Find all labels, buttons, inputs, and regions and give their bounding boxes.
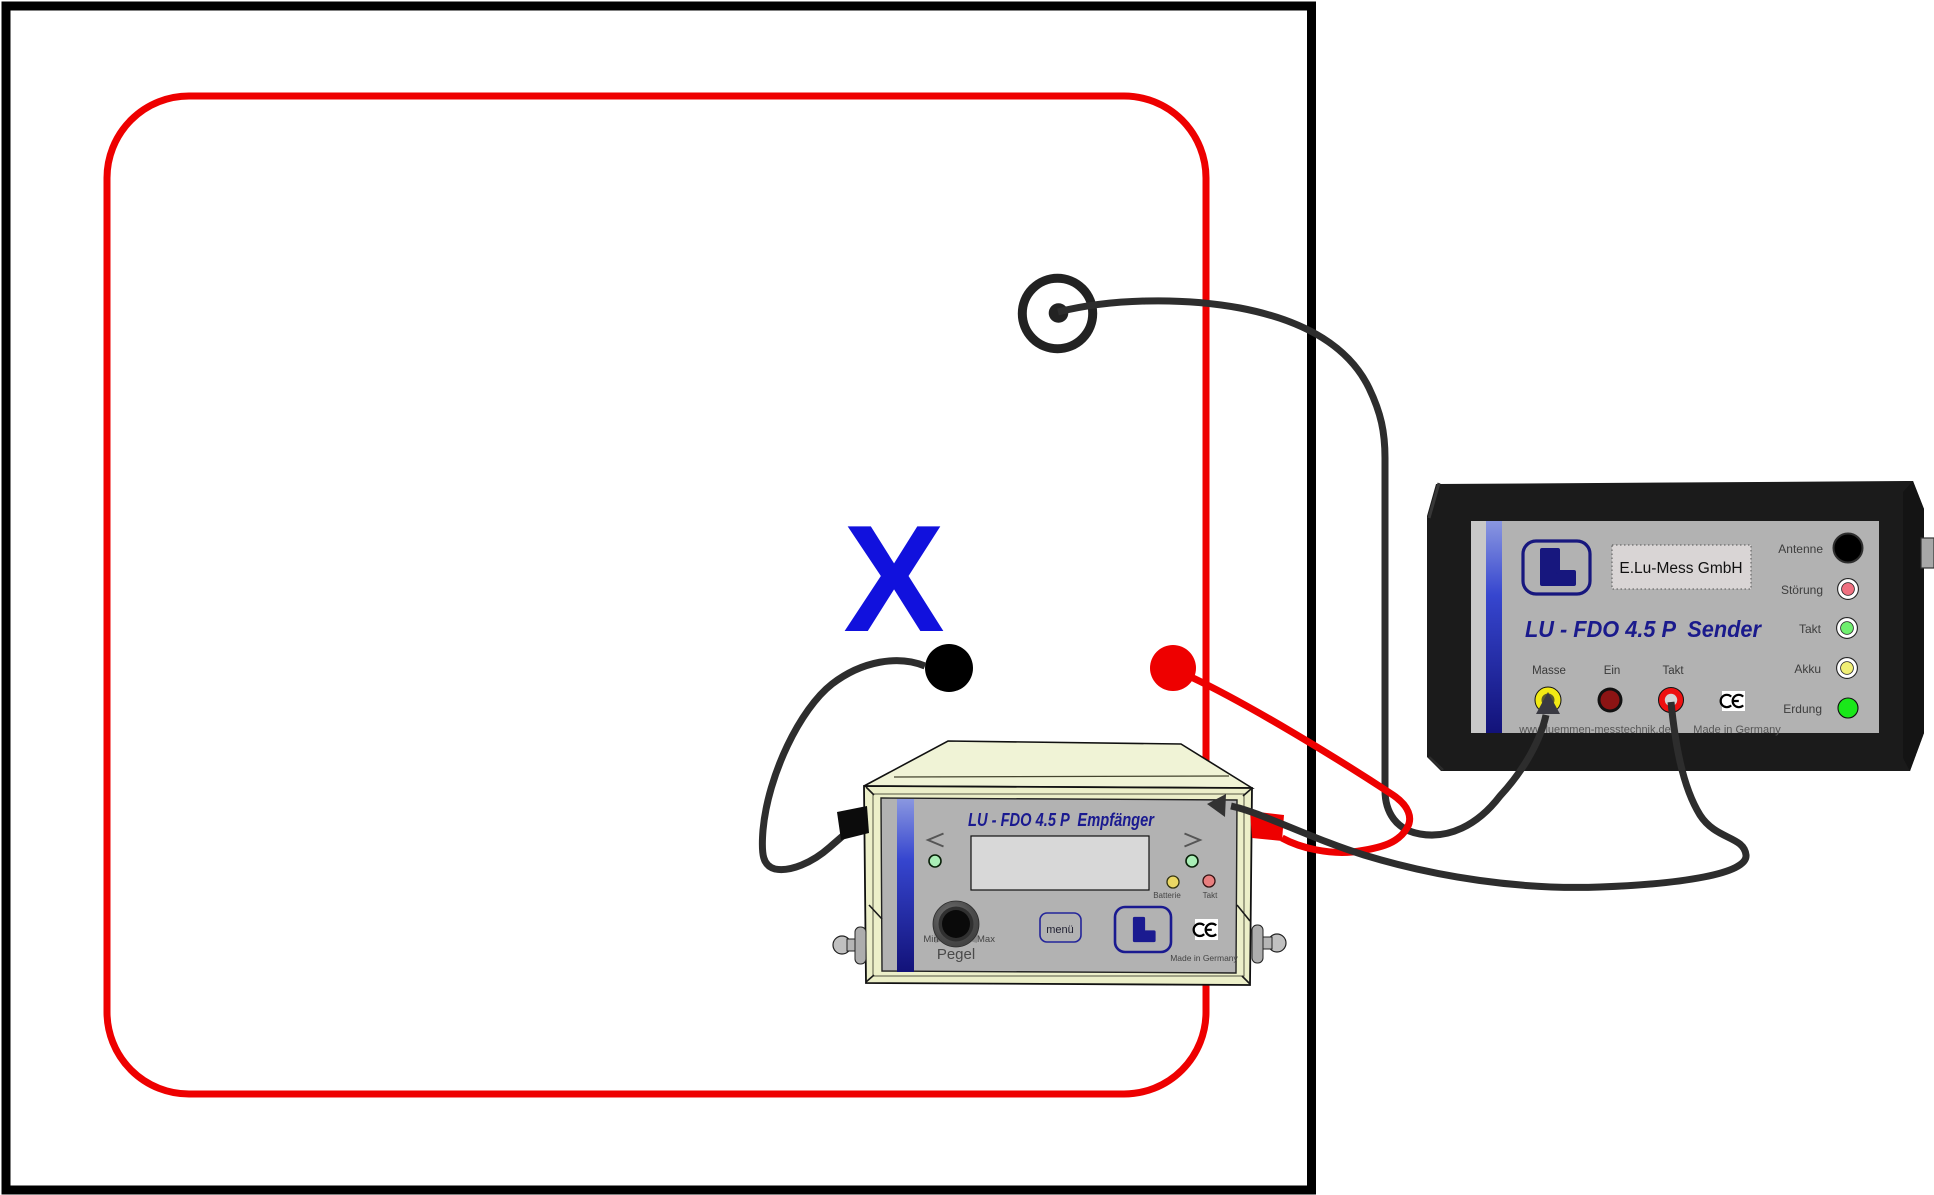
svg-text:LU - FDO 4.5 P Sender: LU - FDO 4.5 P Sender: [1525, 616, 1762, 642]
svg-text:Akku: Akku: [1794, 662, 1821, 676]
svg-text:Takt: Takt: [1662, 665, 1684, 677]
svg-text:E.Lu-Mess GmbH: E.Lu-Mess GmbH: [1619, 560, 1742, 577]
svg-text:Batterie: Batterie: [1153, 891, 1181, 900]
svg-text:LU - FDO 4.5 P Empfänger: LU - FDO 4.5 P Empfänger: [968, 810, 1155, 830]
svg-text:menü: menü: [1046, 924, 1074, 936]
svg-text:Made in Germany: Made in Germany: [1693, 724, 1781, 736]
svg-text:Erdung: Erdung: [1783, 702, 1822, 716]
svg-text:Störung: Störung: [1781, 583, 1823, 597]
svg-text:Masse: Masse: [1532, 665, 1566, 677]
svg-text:www.luemmen-messtechnik.de: www.luemmen-messtechnik.de: [1518, 724, 1671, 736]
svg-text:Max: Max: [977, 934, 995, 945]
svg-text:Min: Min: [923, 934, 938, 945]
svg-text:Ein: Ein: [1604, 665, 1621, 677]
svg-text:Takt: Takt: [1799, 622, 1822, 636]
svg-text:Made in Germany: Made in Germany: [1170, 953, 1238, 963]
svg-text:Antenne: Antenne: [1778, 542, 1823, 556]
svg-text:Pegel: Pegel: [937, 946, 975, 963]
svg-text:Takt: Takt: [1203, 891, 1218, 900]
svg-text:X: X: [843, 494, 944, 664]
